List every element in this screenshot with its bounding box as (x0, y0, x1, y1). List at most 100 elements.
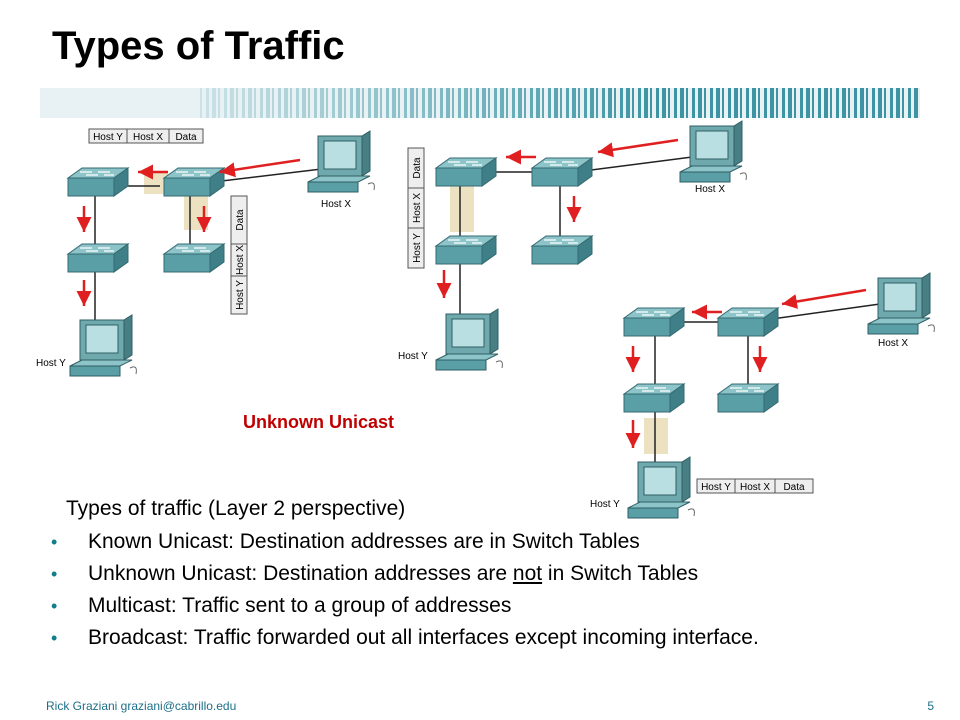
stripe-bar (872, 88, 875, 118)
stripe-bar (728, 88, 731, 118)
bullet-item: • Multicast: Traffic sent to a group of … (51, 594, 512, 617)
frame-field: Host Y (93, 132, 123, 143)
stripe-bar (254, 88, 256, 118)
underlined-not: not (512, 562, 543, 585)
diagram-1: Host Y Host X Data Host X Host Y Data Ho… (36, 128, 375, 377)
stripe-bar (338, 88, 342, 118)
stripe-bar (866, 88, 868, 118)
stripe-bar (854, 88, 857, 118)
stripe-bar (908, 88, 911, 118)
pc-icon (627, 456, 695, 519)
frame-field: Data (235, 209, 246, 231)
stripe-bar (470, 88, 472, 118)
frame-motion-band (644, 418, 668, 454)
stripe-bar (782, 88, 785, 118)
switch-icon (623, 307, 685, 337)
stripe-bar (596, 88, 598, 118)
frame-field: Host Y (235, 280, 246, 310)
stripe-bar (500, 88, 504, 118)
stripe-bar (344, 88, 346, 118)
switch-icon (531, 157, 593, 187)
stripe-bar (506, 88, 508, 118)
stripe-bar (914, 88, 918, 118)
stripe-bar (452, 88, 454, 118)
stripe-bar (590, 88, 594, 118)
stripe-bar (668, 88, 670, 118)
stripe-bar (464, 88, 468, 118)
stripe-bar (206, 88, 209, 118)
bullet-dot-icon: • (51, 628, 58, 648)
stripe-bar (386, 88, 389, 118)
frame-header-3: Host Y Host X Data (696, 478, 814, 494)
pc-icon (679, 120, 747, 183)
arrow (597, 138, 679, 158)
stripe-bar (320, 88, 324, 118)
stripe-bar (350, 88, 353, 118)
stripe-bar (380, 88, 382, 118)
switch-icon (67, 167, 129, 197)
diagram-2: Data Host X Host Y Host X Host Y (398, 120, 747, 371)
switch-icon (717, 383, 779, 413)
pc-icon (307, 130, 375, 193)
stripe-bar (272, 88, 274, 118)
stripe-bar (884, 88, 886, 118)
stripe-bar (704, 88, 706, 118)
stripe-bar (650, 88, 652, 118)
stripe-bar (200, 88, 202, 118)
bullet-dot-icon: • (51, 532, 58, 552)
stripe-bar (896, 88, 900, 118)
frame-field: Host X (235, 245, 246, 275)
stripe-bar (776, 88, 778, 118)
frame-field: Host Y (701, 482, 731, 493)
stripe-bar (278, 88, 281, 118)
stripe-bar (284, 88, 288, 118)
stripe-bar (620, 88, 623, 118)
frame-field: Host Y (412, 233, 423, 263)
stripe-bar (692, 88, 695, 118)
stripe-bar (608, 88, 612, 118)
stripe-bar (812, 88, 814, 118)
switch-icon (531, 235, 593, 265)
stripe-bar (404, 88, 407, 118)
stripe-bar (518, 88, 522, 118)
stripe-bar (548, 88, 551, 118)
stripe-bar (248, 88, 252, 118)
bullet-list: • Known Unicast: Destination addresses a… (46, 530, 906, 658)
stripe-bar (698, 88, 702, 118)
stripe-bar (572, 88, 576, 118)
stripe-bar (362, 88, 364, 118)
stripe-bar (656, 88, 659, 118)
stripe-bar (752, 88, 756, 118)
stripe-bar (614, 88, 616, 118)
stripe-bar (674, 88, 677, 118)
stripe-bar (398, 88, 400, 118)
stripe-bar (368, 88, 371, 118)
footer-author: Rick Graziani graziani@cabrillo.edu (46, 699, 237, 713)
bullet-dot-icon: • (51, 596, 58, 616)
header-stripe (40, 88, 920, 118)
stripe-bar (440, 88, 443, 118)
intro-text: Types of traffic (Layer 2 perspective) (66, 497, 406, 520)
switch-icon (67, 243, 129, 273)
stripe-bar (458, 88, 461, 118)
slide-title: Types of Traffic (52, 24, 345, 68)
stripe-bar (512, 88, 515, 118)
stripe-bar (722, 88, 724, 118)
stripe-bar (218, 88, 220, 118)
stripe-bar (410, 88, 414, 118)
stripe-bar (476, 88, 479, 118)
stripe-bar (416, 88, 418, 118)
frame-field: Data (412, 157, 423, 179)
host-label: Host Y (590, 499, 620, 510)
stripe-bar (806, 88, 810, 118)
stripe-bar (530, 88, 533, 118)
frame-header-1: Host Y Host X Data (88, 128, 204, 144)
stripe-bar (890, 88, 893, 118)
stripe-bar (638, 88, 641, 118)
stripe-bar (446, 88, 450, 118)
stripe-bar (392, 88, 396, 118)
frame-field: Host X (133, 132, 163, 143)
stripe-bar (566, 88, 569, 118)
stripe-bar (308, 88, 310, 118)
stripe-bar (824, 88, 828, 118)
